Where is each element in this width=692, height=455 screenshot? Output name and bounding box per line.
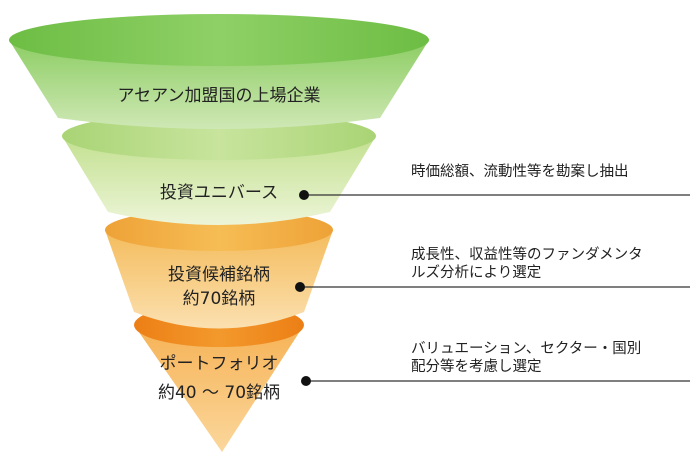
stage-2-label: 投資ユニバース — [159, 183, 279, 203]
connector-dot-3 — [301, 376, 311, 386]
annotation-1-line-1: 時価総額、流動性等を勘案し抽出 — [411, 164, 629, 180]
funnel-layer-3-body — [105, 230, 333, 329]
annotation-2-line-2: ルズ分析により選定 — [411, 265, 542, 281]
funnel-layer-2-body — [62, 136, 376, 225]
funnel-layer-1-top — [9, 14, 429, 66]
annotation-3-line-2: 配分等を考慮し選定 — [411, 359, 542, 375]
funnel-layer-4-body — [134, 325, 304, 452]
stage-4-label: ポートフォリオ — [159, 354, 279, 374]
annotation-2-line-1: 成長性、収益性等のファンダメンタ — [411, 247, 643, 263]
connector-dot-2 — [295, 282, 305, 292]
connector-3 — [301, 376, 690, 386]
funnel-layer-1 — [9, 14, 429, 129]
stage-3-label: 投資候補銘柄 — [168, 265, 270, 285]
connector-1 — [299, 190, 690, 200]
connector-dot-1 — [299, 190, 309, 200]
stage-4-sublabel: 約40 ～ 70銘柄 — [157, 383, 281, 403]
stage-1-label: アセアン加盟国の上場企業 — [117, 86, 321, 106]
connector-2 — [295, 282, 690, 292]
stage-3-sublabel: 約70銘柄 — [182, 289, 256, 309]
annotation-3-line-1: バリュエーション、セクター・国別 — [411, 341, 642, 357]
